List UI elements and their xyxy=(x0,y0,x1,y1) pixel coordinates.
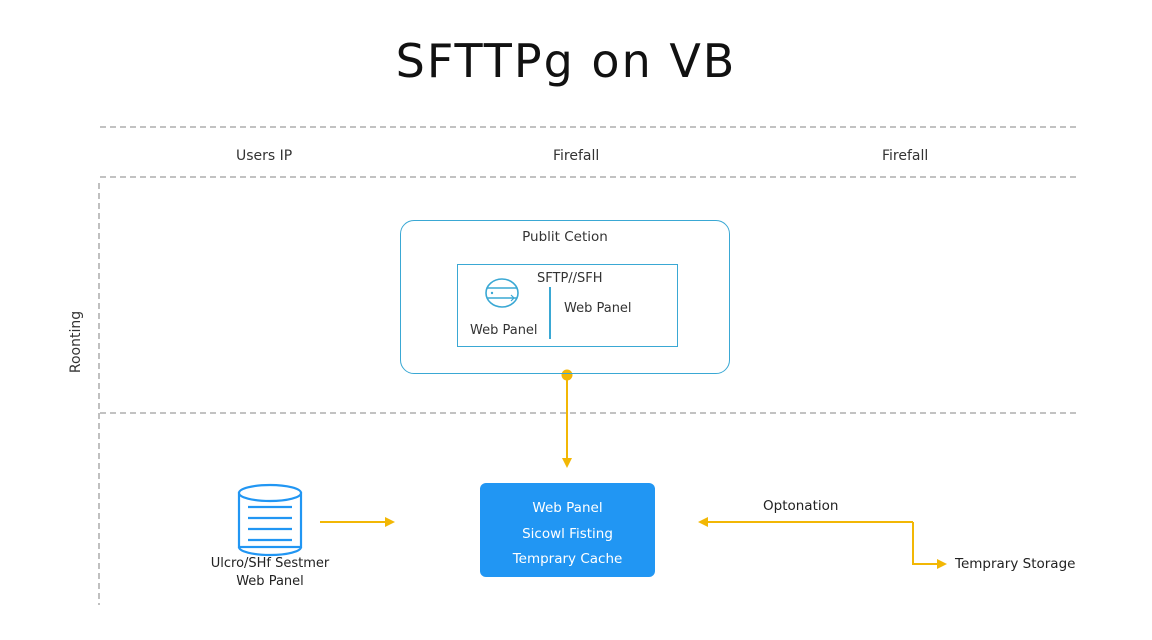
database-icon xyxy=(237,483,303,557)
server-box: SFTP//SFH Web Panel Web Panel xyxy=(457,264,678,347)
page-title: SFTTPg on VB xyxy=(395,34,737,88)
header-firewall-2: Firefall xyxy=(882,148,929,164)
arrow-to-temp-storage xyxy=(912,522,947,569)
connector-dot xyxy=(561,369,573,381)
side-label-routing: Roonting xyxy=(68,310,84,374)
server-left-label: Web Panel xyxy=(470,323,538,338)
protocol-label: SFTP//SFH xyxy=(537,271,603,286)
database-label-1: Ulcro/SHf Sestmer xyxy=(210,556,330,571)
header-firewall-1: Firefall xyxy=(553,148,600,164)
server-globe-icon xyxy=(485,278,519,308)
center-line-2: Sicowl Fisting xyxy=(522,526,613,542)
center-line-1: Web Panel xyxy=(532,500,603,516)
public-section-box: Publit Cetion SFTP//SFH Web Panel Web Pa… xyxy=(400,220,730,374)
public-section-title: Publit Cetion xyxy=(522,229,608,245)
temporary-storage-label: Temprary Storage xyxy=(955,556,1076,572)
server-divider xyxy=(549,287,551,339)
center-service-box: Web Panel Sicowl Fisting Temprary Cache xyxy=(480,483,655,577)
header-users-ip: Users IP xyxy=(236,148,293,164)
optonation-label: Optonation xyxy=(763,498,839,514)
center-line-3: Temprary Cache xyxy=(512,551,623,567)
database-label-2: Web Panel xyxy=(236,574,304,589)
server-right-label: Web Panel xyxy=(564,301,632,316)
